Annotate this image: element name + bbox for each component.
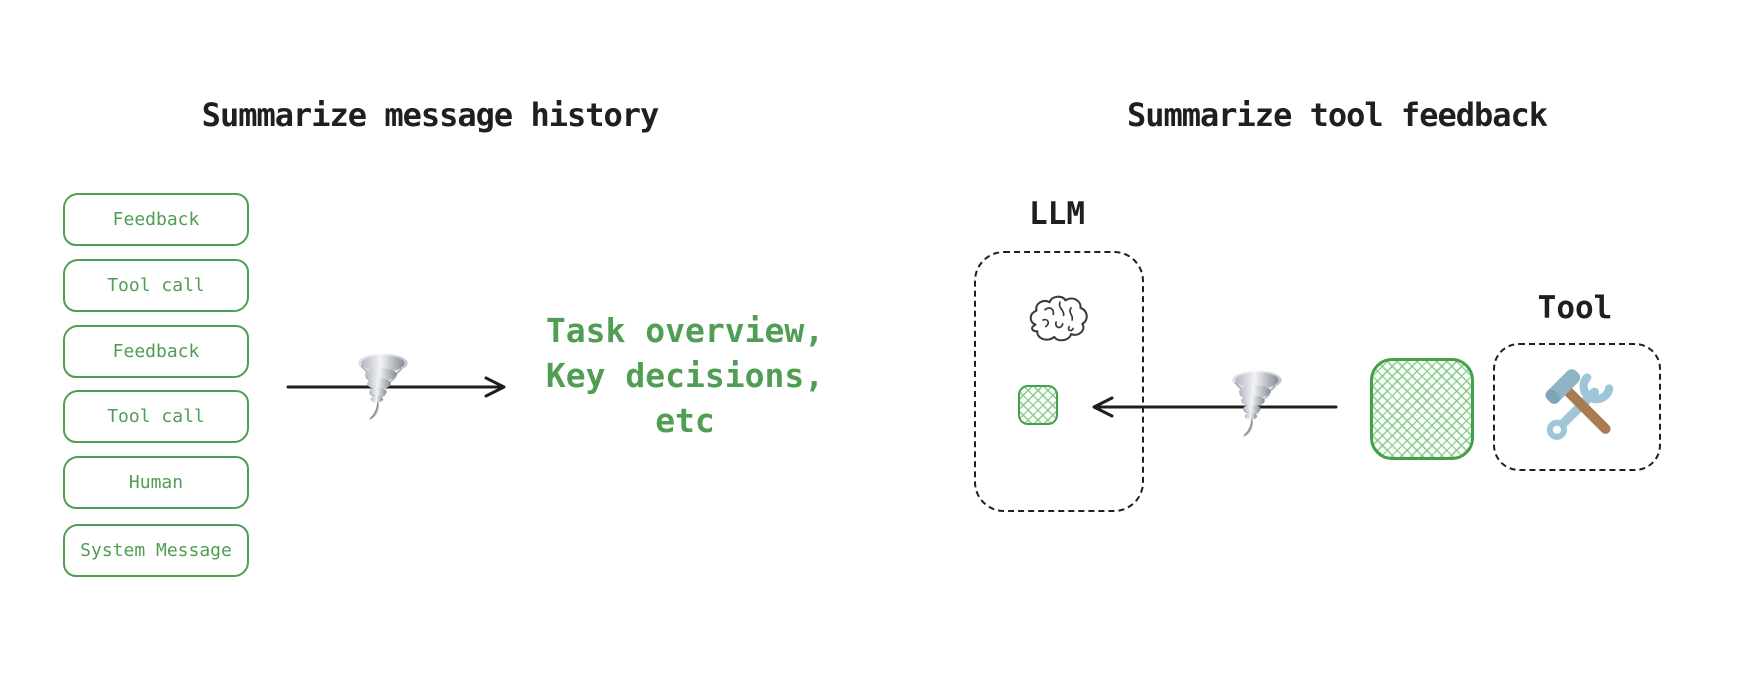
summary-line: etc bbox=[655, 401, 715, 440]
summarized-feedback-box bbox=[1018, 385, 1058, 425]
tornado-icon bbox=[1223, 369, 1289, 447]
tornado-icon bbox=[349, 352, 415, 430]
tool-container-box bbox=[1493, 343, 1661, 471]
brain-icon bbox=[1029, 295, 1088, 342]
message-box-label: Tool call bbox=[107, 406, 205, 427]
message-box: System Message bbox=[63, 524, 249, 577]
message-box: Human bbox=[63, 456, 249, 509]
tool-label: Tool bbox=[1537, 290, 1613, 326]
summary-line: Task overview, bbox=[545, 311, 825, 350]
message-box-label: System Message bbox=[80, 540, 232, 561]
message-box-label: Human bbox=[128, 472, 184, 493]
summary-output-text: Task overview, Key decisions, etc bbox=[485, 308, 885, 443]
message-box: Feedback bbox=[63, 325, 249, 378]
message-box: Feedback bbox=[63, 193, 249, 246]
llm-container-box bbox=[974, 251, 1144, 512]
right-diagram-title: Summarize tool feedback bbox=[1126, 96, 1548, 134]
raw-tool-feedback-box bbox=[1370, 358, 1474, 460]
message-box-label: Feedback bbox=[112, 209, 200, 230]
message-box: Tool call bbox=[63, 390, 249, 443]
message-box: Tool call bbox=[63, 259, 249, 312]
hammer-wrench-icon bbox=[1545, 369, 1614, 440]
llm-label: LLM bbox=[1029, 196, 1085, 232]
message-box-label: Feedback bbox=[112, 341, 200, 362]
left-diagram-title: Summarize message history bbox=[201, 96, 660, 134]
message-box-label: Tool call bbox=[107, 275, 205, 296]
summary-line: Key decisions, bbox=[545, 356, 825, 395]
